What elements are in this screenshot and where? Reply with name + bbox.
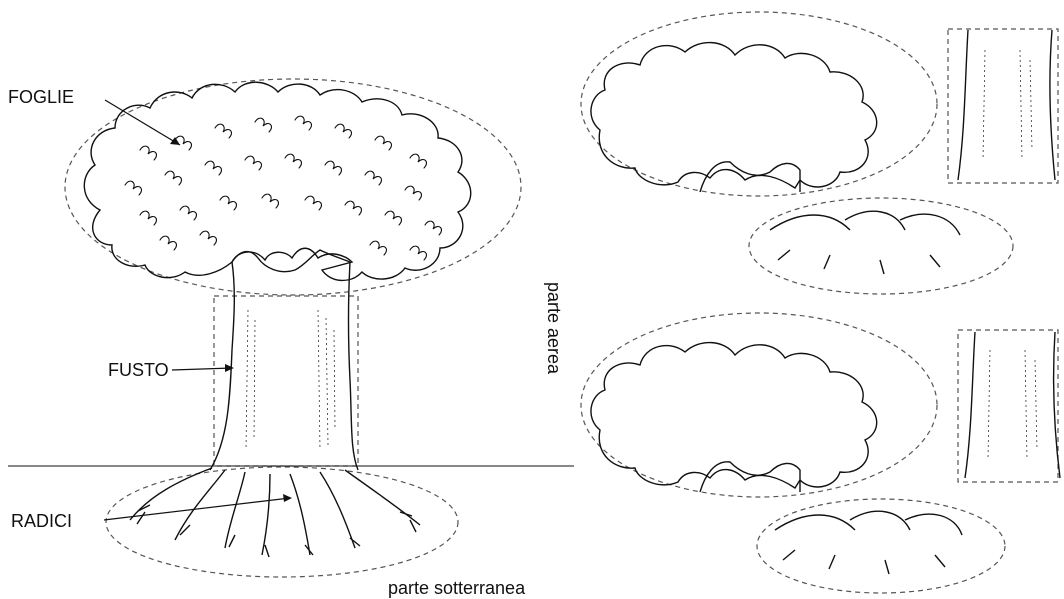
label-foglie: FOGLIE	[8, 87, 74, 107]
trunk-cutout-bottom-shape	[965, 332, 1060, 478]
arrow-radici	[104, 498, 290, 520]
trunk-cutout-top-shape	[958, 30, 1055, 180]
trunk-cutout-bottom	[958, 330, 1058, 482]
arrow-radici-head	[283, 494, 292, 502]
leaf-texture	[125, 116, 441, 260]
cutout-set-top	[581, 12, 1058, 294]
roots-dashed-outline	[106, 467, 458, 577]
label-parte-sotterranea: parte sotterranea	[388, 578, 526, 598]
label-radici: RADICI	[11, 511, 72, 531]
trunk-dashed-outline	[214, 296, 358, 466]
label-fusto: FUSTO	[108, 360, 169, 380]
roots-cutout-top-shape	[770, 211, 960, 274]
crown-cutout-bottom	[581, 313, 937, 497]
roots-cutout-bottom-shape	[775, 511, 962, 574]
label-parte-aerea: parte aerea	[544, 282, 564, 375]
roots-cutout-bottom	[757, 499, 1005, 593]
arrow-foglie-head	[170, 137, 180, 145]
arrow-fusto-head	[225, 364, 234, 372]
roots	[130, 468, 420, 557]
cutout-set-bottom	[581, 313, 1060, 593]
crown-outline	[84, 82, 470, 280]
main-tree: FOGLIE FUSTO RADICI parte aerea parte so…	[8, 79, 574, 598]
trunk-bark	[246, 310, 335, 450]
arrow-fusto	[172, 368, 232, 370]
